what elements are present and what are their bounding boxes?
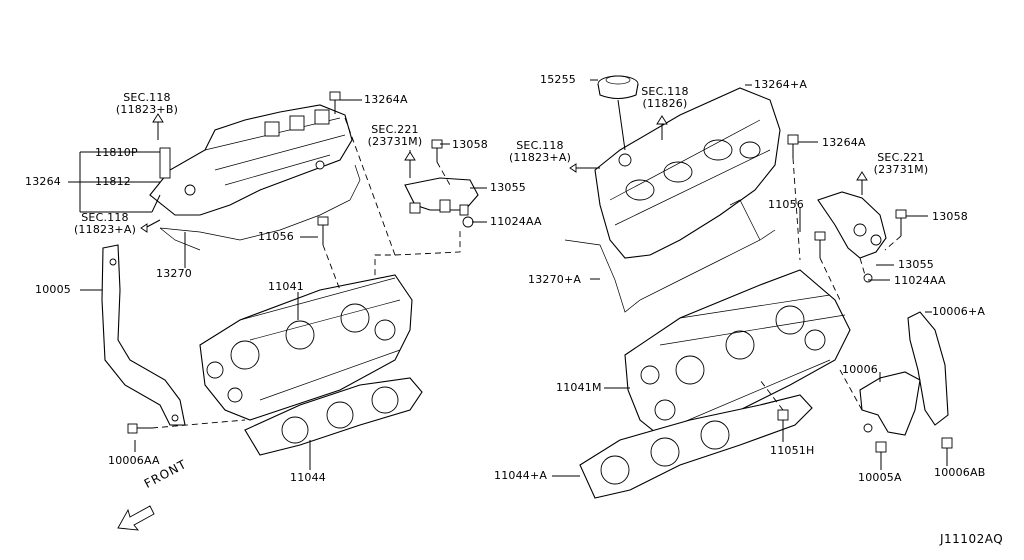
right-cylinder-head[interactable]: [624, 269, 851, 441]
label-11041M: 11041M: [556, 381, 602, 394]
label-11812: 11812: [95, 175, 131, 188]
bolt-11056-left[interactable]: [317, 216, 329, 245]
left-solenoid-assembly[interactable]: [404, 177, 479, 228]
label-13055-left: 13055: [490, 181, 526, 194]
label-sec118-11826: SEC.118: [641, 85, 689, 98]
label-13055-right: 13055: [898, 258, 934, 271]
label-11044: 11044: [290, 471, 326, 484]
label-13270: 13270: [156, 267, 192, 280]
label-sec118-a-left: SEC.118: [81, 211, 129, 224]
label-sec118-b: SEC.118: [123, 91, 171, 104]
left-dashed-guides: [151, 117, 461, 429]
front-arrow-icon: [117, 505, 155, 531]
label-10005A: 10005A: [858, 471, 902, 484]
right-bracket-10006[interactable]: [859, 371, 921, 436]
left-head-gasket[interactable]: [244, 377, 423, 456]
label-13058-left: 13058: [452, 138, 488, 151]
left-bracket[interactable]: [101, 244, 186, 426]
label-sec221-right: SEC.221: [877, 151, 925, 164]
label-13058-right: 13058: [932, 210, 968, 223]
label-11024AA-left: 11024AA: [490, 215, 542, 228]
bolt-10005A[interactable]: [875, 441, 887, 462]
right-solenoid-assembly[interactable]: [817, 191, 887, 283]
bolt-10006AA[interactable]: [127, 423, 152, 434]
right-dashed-guides: [759, 157, 902, 411]
left-leader-lines: [68, 99, 487, 470]
label-sec118-a-left-sub: (11823+A): [73, 223, 137, 236]
bolt-11056-right[interactable]: [814, 231, 826, 258]
label-sec118-11826-sub: (11826): [642, 97, 688, 110]
label-10006AA: 10006AA: [108, 454, 160, 467]
label-11024AA-right: 11024AA: [894, 274, 946, 287]
label-10006AB: 10006AB: [934, 466, 986, 479]
right-rocker-cover[interactable]: [594, 87, 781, 259]
label-10005: 10005: [35, 283, 71, 296]
right-head-gasket[interactable]: [579, 394, 813, 499]
label-11810P: 11810P: [95, 146, 138, 159]
bolt-13058-left[interactable]: [431, 139, 443, 162]
label-13264A-plus: 13264+A: [754, 78, 808, 91]
label-15255: 15255: [540, 73, 576, 86]
label-10006: 10006: [842, 363, 878, 376]
label-11056-left: 11056: [258, 230, 294, 243]
label-13264A-right: 13264A: [822, 136, 866, 149]
label-11041: 11041: [268, 280, 304, 293]
label-sec221-left-sub: (23731M): [367, 135, 423, 148]
label-sec118-b-sub: (11823+B): [115, 103, 179, 116]
label-11051H: 11051H: [770, 444, 815, 457]
left-rocker-cover[interactable]: [149, 104, 353, 216]
label-sec118-a-right: SEC.118: [516, 139, 564, 152]
label-11044-plus: 11044+A: [494, 469, 548, 482]
sensor-11810P[interactable]: [159, 147, 171, 179]
label-sec221-right-sub: (23731M): [873, 163, 929, 176]
label-sec221-left: SEC.221: [371, 123, 419, 136]
right-cover-gasket[interactable]: [564, 199, 776, 313]
label-13264A-left: 13264A: [364, 93, 408, 106]
left-cylinder-head[interactable]: [199, 274, 413, 421]
left-cover-gasket[interactable]: [159, 164, 361, 251]
bolt-13264A-right[interactable]: [787, 134, 799, 158]
label-11056-right: 11056: [768, 198, 804, 211]
label-10006-plus: 10006+A: [932, 305, 986, 318]
oil-filler-cap[interactable]: [597, 75, 639, 100]
bolt-13058-right[interactable]: [895, 209, 907, 236]
right-leader-lines: [552, 79, 948, 477]
drawing-id: J11102AQ: [940, 532, 1004, 546]
label-13270-plus: 13270+A: [528, 273, 582, 286]
bolt-13264A-left[interactable]: [329, 91, 341, 114]
bolt-10006AB[interactable]: [941, 437, 953, 462]
label-13264: 13264: [25, 175, 61, 188]
right-bracket-10006A[interactable]: [907, 311, 949, 426]
label-sec118-a-right-sub: (11823+A): [508, 151, 572, 164]
